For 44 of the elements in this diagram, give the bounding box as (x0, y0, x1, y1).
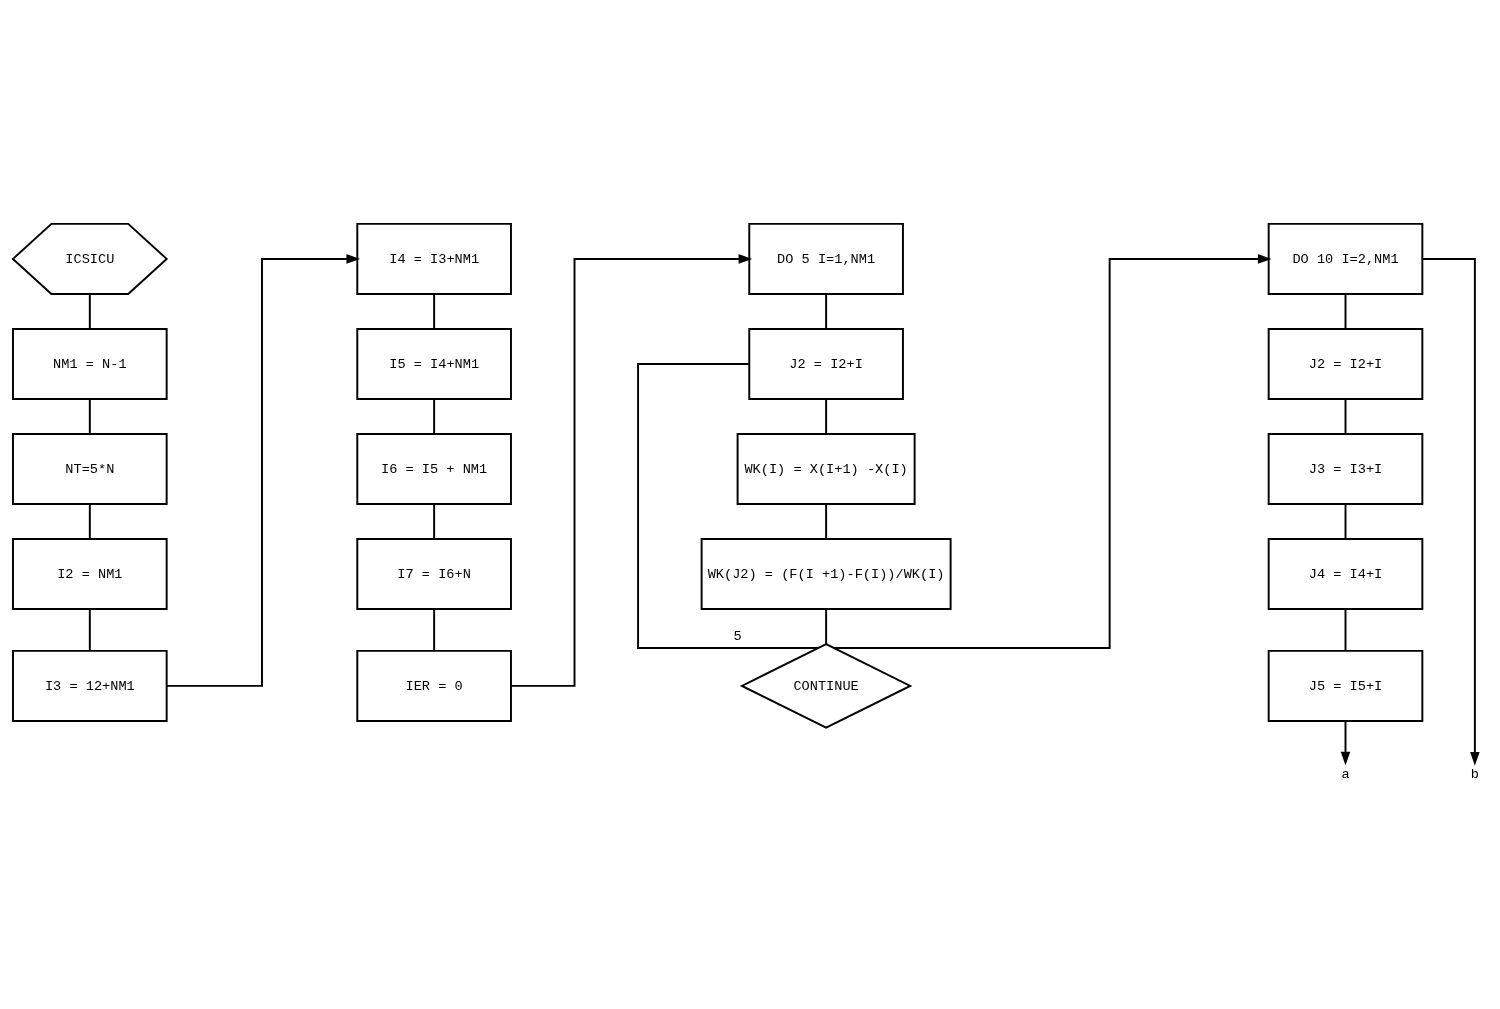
connector (433, 608, 436, 652)
node-box: WK(I) = X(I+1) -X(I) (736, 433, 916, 505)
node-text: b (1470, 766, 1479, 782)
node-box: I3 = 12+NM1 (12, 649, 168, 722)
node-box: J3 = I3+I (1267, 433, 1424, 505)
connector (825, 293, 828, 330)
node-box: I2 = NM1 (12, 538, 168, 611)
connector (1344, 398, 1347, 435)
node-box: I7 = I6+N (356, 538, 512, 611)
node-box: DO 5 I=1,NM1 (748, 222, 904, 295)
arrow (1421, 257, 1480, 766)
arrow (510, 254, 753, 687)
node-box: IER = 0 (356, 649, 512, 722)
node-label: 5 (733, 629, 742, 645)
arrow (833, 254, 1272, 649)
connector (825, 503, 828, 540)
connector (825, 608, 828, 645)
connector (1344, 608, 1347, 652)
node-box: J2 = I2+I (1267, 327, 1424, 400)
connector (825, 398, 828, 435)
node-box: J2 = I2+I (748, 327, 904, 400)
node-box: J4 = I4+I (1267, 538, 1424, 611)
node-box: I6 = I5 + NM1 (356, 433, 512, 505)
connector (1344, 293, 1347, 330)
node-box: I4 = I3+NM1 (356, 222, 512, 295)
node-diamond: CONTINUE (739, 643, 913, 729)
node-box: J5 = I5+I (1267, 649, 1424, 722)
node-box: I5 = I4+NM1 (356, 327, 512, 400)
connector (88, 608, 91, 652)
node-box: DO 10 I=2,NM1 (1267, 222, 1424, 295)
connector (433, 293, 436, 330)
arrow (1340, 719, 1351, 766)
node-text: a (1341, 766, 1350, 782)
node-box: NM1 = N-1 (12, 327, 168, 400)
connector (88, 398, 91, 435)
connector (637, 362, 819, 649)
connector (433, 503, 436, 540)
arrow (165, 254, 361, 687)
node-box: NT=5*N (12, 433, 168, 505)
connector (88, 293, 91, 330)
node-box: WK(J2) = (F(I +1)-F(I))/WK(I) (700, 538, 952, 611)
connector (88, 503, 91, 540)
connector (433, 398, 436, 435)
connector (1344, 503, 1347, 540)
